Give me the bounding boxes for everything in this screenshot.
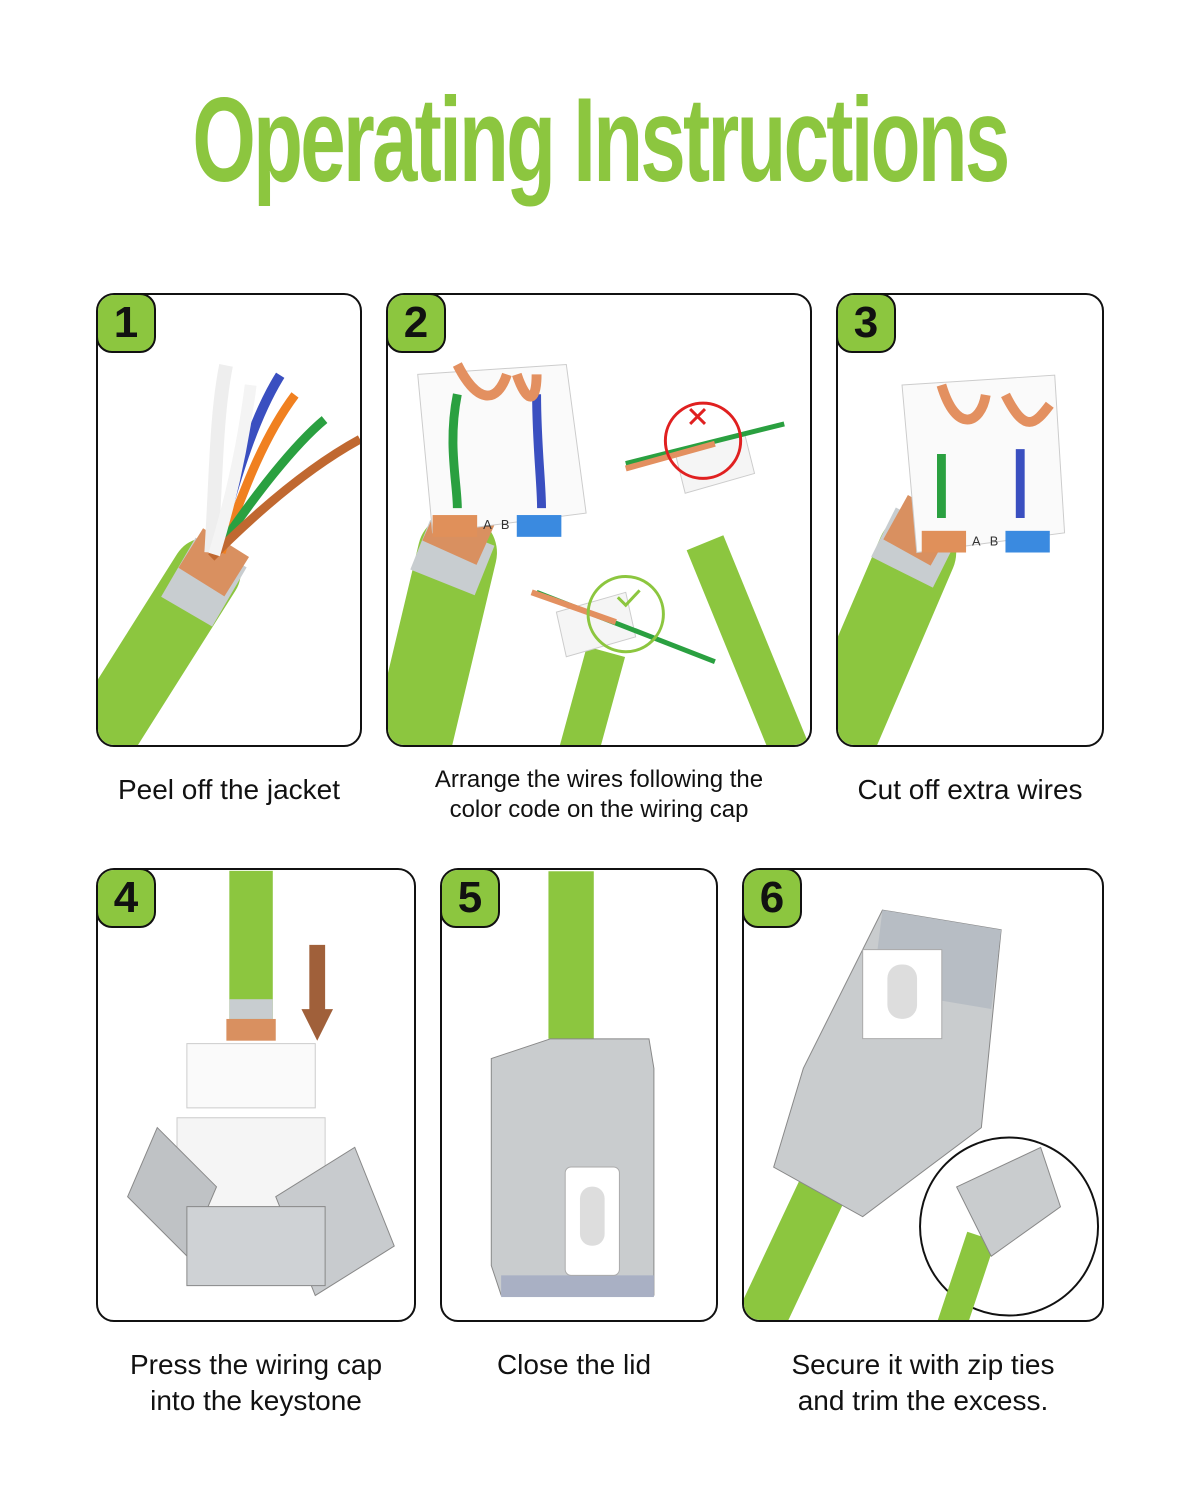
pin-label-b: B — [501, 517, 510, 532]
step-5-panel: 5 — [440, 868, 718, 1322]
pin-label-a: A — [483, 517, 492, 532]
step-number-badge: 3 — [838, 295, 896, 353]
step-2-caption: Arrange the wires following the color co… — [376, 765, 822, 825]
step-number-badge: 1 — [98, 295, 156, 353]
step-number-badge: 6 — [744, 870, 802, 928]
page-title: Operating Instructions — [192, 73, 1010, 207]
step-1-panel: 1 — [96, 293, 362, 747]
step-4-caption: Press the wiring cap into the keystone — [86, 1347, 426, 1419]
step-6-panel: 6 — [742, 868, 1104, 1322]
pin-label-a: A — [972, 534, 981, 549]
caption-line: Cut off extra wires — [857, 774, 1083, 805]
step-2-panel: 2 A B — [386, 293, 812, 747]
zip-tie-illustration — [744, 909, 1100, 1320]
pin-label-b: B — [990, 534, 999, 549]
caption-line: Peel off the jacket — [117, 774, 341, 805]
caption-line: into the keystone — [150, 1385, 362, 1416]
step-3-panel: 3 A B — [836, 293, 1104, 747]
step-3-caption: Cut off extra wires — [826, 772, 1114, 808]
caption-line: Secure it with zip ties — [791, 1349, 1055, 1380]
step-5-caption: Close the lid — [430, 1347, 718, 1383]
press-cap-illustration — [127, 870, 395, 1297]
step-number-badge: 5 — [442, 870, 500, 928]
caption-line: Press the wiring cap — [129, 1349, 383, 1380]
step-4-panel: 4 — [96, 868, 416, 1322]
step-number-badge: 4 — [98, 870, 156, 928]
cable-stripped-illustration — [98, 364, 360, 745]
caption-line: Arrange the wires following the — [434, 766, 764, 793]
step-1-caption: Peel off the jacket — [96, 772, 362, 808]
caption-line: and trim the excess. — [797, 1385, 1049, 1416]
step-6-caption: Secure it with zip ties and trim the exc… — [742, 1347, 1104, 1419]
caption-line: color code on the wiring cap — [449, 796, 749, 823]
closed-lid-illustration — [490, 871, 655, 1298]
wiring-cap-illustration: A B — [388, 362, 810, 745]
caption-line: Close the lid — [496, 1349, 652, 1380]
trimmed-wires-illustration: A B — [838, 374, 1066, 745]
step-number-badge: 2 — [388, 295, 446, 353]
